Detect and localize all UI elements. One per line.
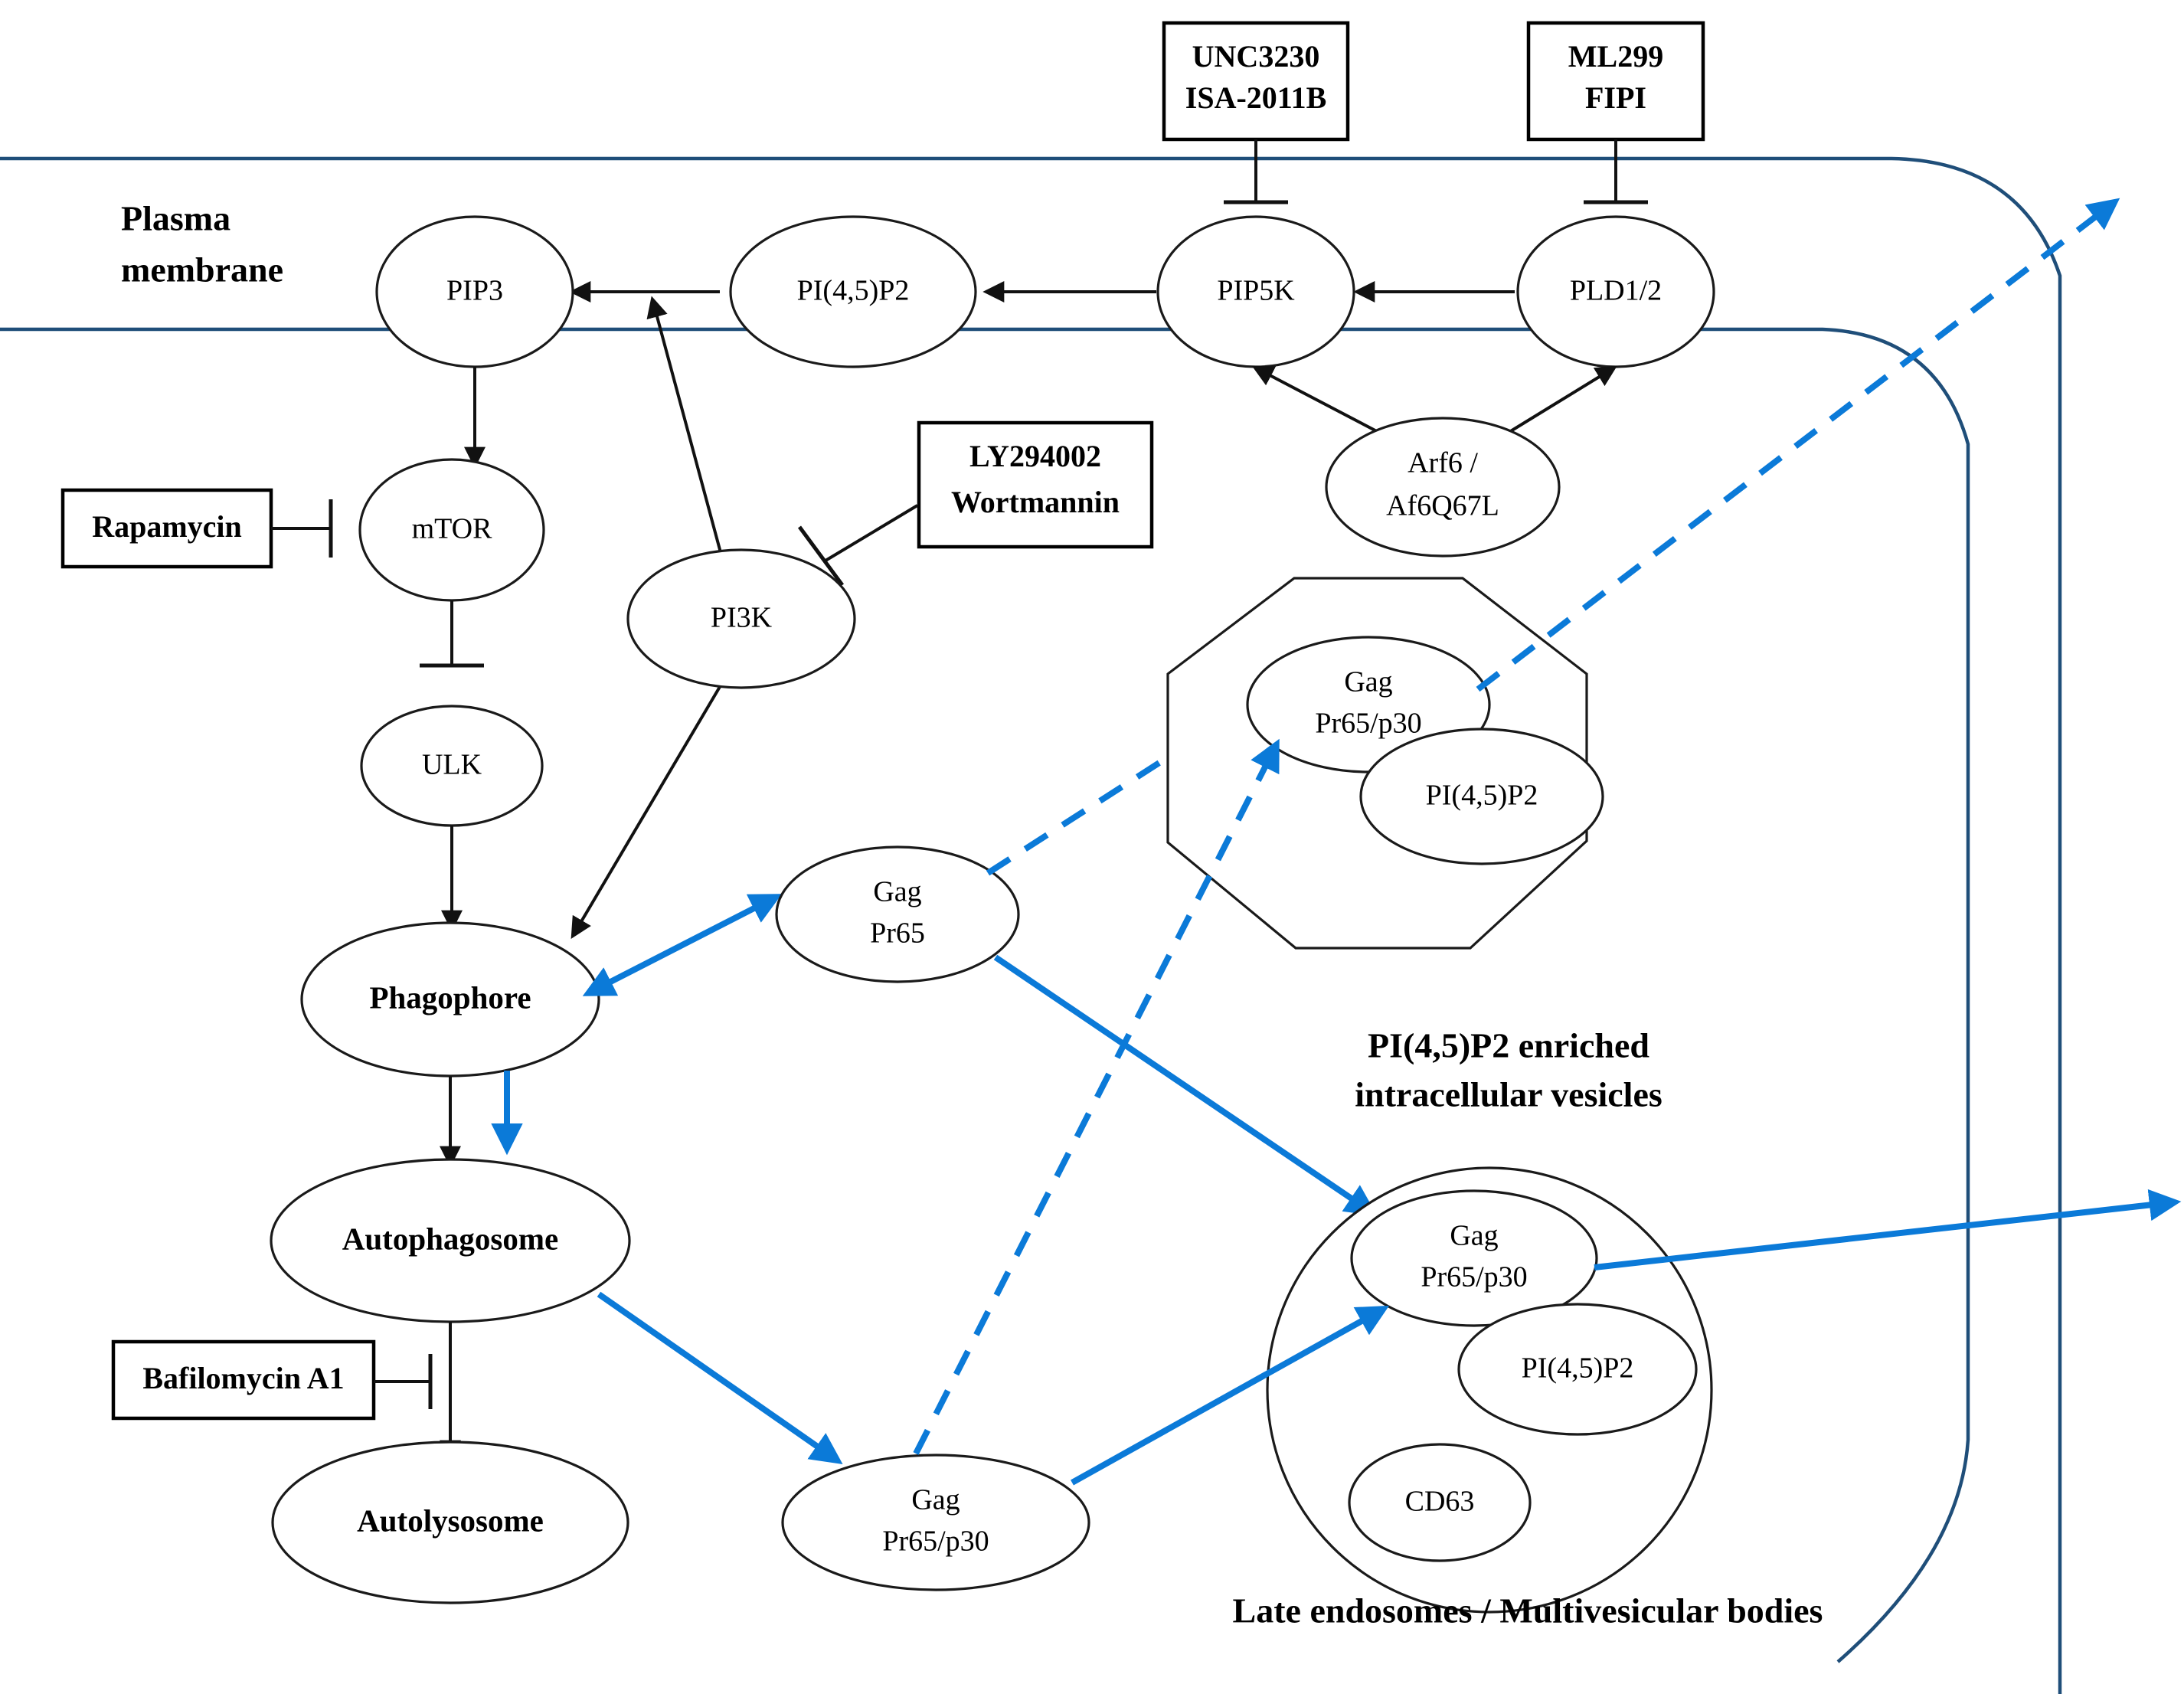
node-gag-pr65-label-line2: Pr65 xyxy=(870,917,925,950)
node-arf6-label-line1: Arf6 / xyxy=(1408,447,1478,479)
node-pld12-label: PLD1/2 xyxy=(1570,275,1662,307)
cell-boundary-outer xyxy=(0,156,2062,1694)
vesicle-caption-line1: PI(4,5)P2 enriched xyxy=(1368,1026,1649,1065)
node-pi45p2-membrane[interactable]: PI(4,5)P2 xyxy=(729,215,977,368)
node-pi3k[interactable]: PI3K xyxy=(626,548,856,689)
node-autolysosome[interactable]: Autolysosome xyxy=(271,1441,629,1604)
vesicle-caption-line2: intracellular vesicles xyxy=(1355,1075,1663,1114)
plasma-membrane-label-line2: membrane xyxy=(121,250,283,289)
inhibition-ml299-to-pld12 xyxy=(1584,139,1648,204)
inhibitor-box-ly294002-line1: LY294002 xyxy=(969,439,1101,473)
edge-pi3k-to-pip3 xyxy=(646,296,726,567)
node-cd63-label: CD63 xyxy=(1405,1486,1475,1518)
node-ulk[interactable]: ULK xyxy=(360,705,544,827)
edge-gagpr65-phagophore-double xyxy=(582,894,783,996)
node-pip3-label: PIP3 xyxy=(446,275,503,307)
node-pip5k[interactable]: PIP5K xyxy=(1156,215,1355,368)
node-arf6[interactable]: Arf6 / Af6Q67L xyxy=(1325,417,1561,558)
vesicle-caption: PI(4,5)P2 enriched intracellular vesicle… xyxy=(1355,1026,1663,1114)
node-gag-pr65-p30-endosome-label-line1: Gag xyxy=(1450,1220,1498,1252)
inhibition-mtor-to-ulk xyxy=(420,600,484,668)
node-pi45p2-endosome-label: PI(4,5)P2 xyxy=(1522,1352,1634,1385)
edge-dashed-gag-cytosol-to-vesicle xyxy=(913,738,1280,1455)
node-pld12[interactable]: PLD1/2 xyxy=(1516,215,1715,368)
inhibitor-box-ml299-line2: FIPI xyxy=(1585,80,1646,115)
inhibition-unc3230-to-pip5k xyxy=(1224,139,1288,204)
inhibitor-box-ml299-line1: ML299 xyxy=(1568,39,1663,74)
inhibitor-box-ml299[interactable]: ML299 FIPI xyxy=(1526,21,1705,142)
node-pi3k-label: PI3K xyxy=(711,602,773,634)
inhibition-ly294002-to-pi3k xyxy=(797,504,919,587)
node-gag-pr65-p30-vesicle-label-line2: Pr65/p30 xyxy=(1315,708,1421,740)
node-gag-pr65-p30-endosome[interactable]: Gag Pr65/p30 xyxy=(1350,1189,1598,1327)
node-autophagosome-label: Autophagosome xyxy=(342,1221,558,1256)
node-gag-pr65[interactable]: Gag Pr65 xyxy=(775,845,1020,983)
inhibitor-box-rapamycin[interactable]: Rapamycin xyxy=(60,488,273,569)
inhibitor-box-unc3230-line1: UNC3230 xyxy=(1192,39,1320,74)
node-autophagosome[interactable]: Autophagosome xyxy=(270,1158,631,1323)
node-gag-pr65-p30-endosome-label-line2: Pr65/p30 xyxy=(1421,1261,1527,1293)
node-pi45p2-vesicle-label: PI(4,5)P2 xyxy=(1426,780,1538,812)
node-gag-pr65-label-line1: Gag xyxy=(873,876,921,908)
node-ulk-label: ULK xyxy=(422,749,482,781)
endosome-caption: Late endosomes / Multivesicular bodies xyxy=(1233,1591,1823,1630)
inhibitor-box-ly294002[interactable]: LY294002 Wortmannin xyxy=(917,420,1154,549)
node-phagophore[interactable]: Phagophore xyxy=(300,921,600,1078)
inhibitor-box-ly294002-line2: Wortmannin xyxy=(951,485,1120,519)
inhibition-bafilomycin-to-autolysosome xyxy=(374,1354,433,1409)
node-pip5k-label: PIP5K xyxy=(1217,275,1295,307)
node-pi45p2-membrane-label: PI(4,5)P2 xyxy=(797,275,910,307)
edge-endosome-to-extracellular xyxy=(1594,1189,2182,1270)
edge-dashed-gagpr65-to-vesicle xyxy=(986,700,1257,876)
node-cd63[interactable]: CD63 xyxy=(1348,1443,1532,1562)
node-arf6-label-line2: Af6Q67L xyxy=(1386,490,1499,522)
endosome-caption-label: Late endosomes / Multivesicular bodies xyxy=(1233,1591,1823,1630)
plasma-membrane-label-line1: Plasma xyxy=(121,199,230,238)
node-pi45p2-vesicle[interactable]: PI(4,5)P2 xyxy=(1359,728,1604,865)
plasma-membrane-label: Plasma membrane xyxy=(121,199,283,289)
inhibitor-box-rapamycin-label: Rapamycin xyxy=(92,509,242,544)
inhibitor-box-bafilomycin-label: Bafilomycin A1 xyxy=(142,1361,344,1395)
node-phagophore-label: Phagophore xyxy=(369,979,531,1015)
node-gag-pr65-p30-cytosol-label-line1: Gag xyxy=(911,1484,960,1516)
node-gag-pr65-p30-cytosol[interactable]: Gag Pr65/p30 xyxy=(781,1454,1090,1591)
edge-dashed-vesicle-to-extracellular xyxy=(1476,198,2120,692)
cell-boundary-inner xyxy=(0,327,1970,1663)
node-mtor[interactable]: mTOR xyxy=(358,458,545,602)
edge-gag-cytosol-to-endosome xyxy=(1071,1305,1390,1486)
node-autolysosome-label: Autolysosome xyxy=(357,1503,544,1538)
inhibition-rapamycin-to-mtor xyxy=(271,499,333,558)
edge-autophagosome-to-gag-cytosol xyxy=(597,1291,843,1464)
node-pi45p2-endosome[interactable]: PI(4,5)P2 xyxy=(1457,1303,1698,1436)
edge-pi3k-to-phagophore xyxy=(571,680,724,940)
node-gag-pr65-p30-cytosol-label-line2: Pr65/p30 xyxy=(882,1526,989,1558)
inhibitor-box-bafilomycin[interactable]: Bafilomycin A1 xyxy=(111,1339,376,1421)
inhibitor-box-unc3230-line2: ISA-2011B xyxy=(1185,80,1327,115)
node-pip3[interactable]: PIP3 xyxy=(375,215,574,368)
inhibitor-box-unc3230[interactable]: UNC3230 ISA-2011B xyxy=(1162,21,1350,142)
node-gag-pr65-p30-vesicle-label-line1: Gag xyxy=(1344,666,1392,698)
node-mtor-label: mTOR xyxy=(412,513,493,545)
edge-gagpr65-to-endosome xyxy=(993,954,1378,1216)
